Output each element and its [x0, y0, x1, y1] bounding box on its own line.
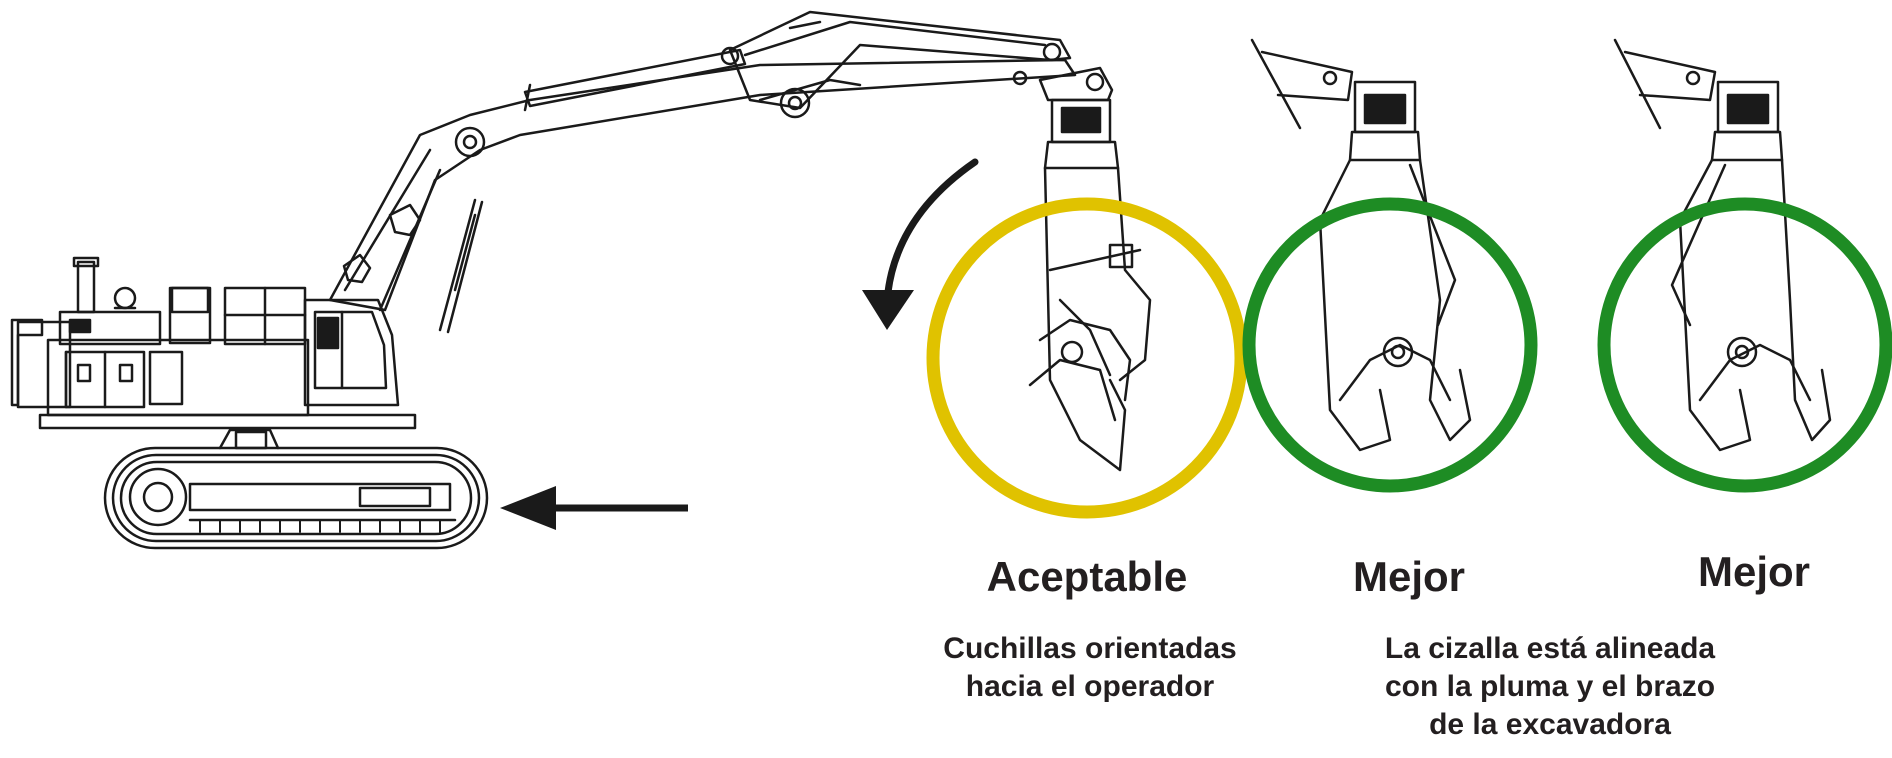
caption-acceptable-line-2: hacia el operador	[965, 670, 1215, 703]
track-icon	[103, 446, 489, 550]
rotation-arrow-icon	[862, 158, 979, 330]
caption-acceptable-line-1: Cuchillas orientadas	[943, 632, 1237, 665]
caption-better: La cizalla está alineada con la pluma y …	[1340, 630, 1760, 744]
shear-attachment-icon	[1028, 66, 1152, 472]
caption-better-line-3: de la excavadora	[1429, 708, 1671, 741]
shear-attachment-icon	[1250, 38, 1472, 452]
excavator-illustration	[10, 10, 1105, 550]
acceptable-ring	[926, 197, 1248, 519]
cab-icon	[303, 298, 400, 407]
verdict-better-1: Mejor	[1352, 553, 1465, 600]
better-ring-1	[1242, 197, 1538, 493]
verdict-acceptable: Aceptable	[986, 553, 1188, 600]
caption-better-line-2: con la pluma y el brazo	[1384, 670, 1716, 703]
better-ring-2	[1597, 197, 1892, 493]
upper-structure	[10, 256, 417, 430]
boom-icon	[328, 10, 1105, 334]
verdict-better-2: Mejor	[1697, 548, 1810, 595]
travel-direction-arrow-icon	[500, 486, 688, 530]
caption-better-line-1: La cizalla está alineada	[1384, 632, 1716, 665]
caption-acceptable: Cuchillas orientadas hacia el operador	[900, 630, 1280, 706]
